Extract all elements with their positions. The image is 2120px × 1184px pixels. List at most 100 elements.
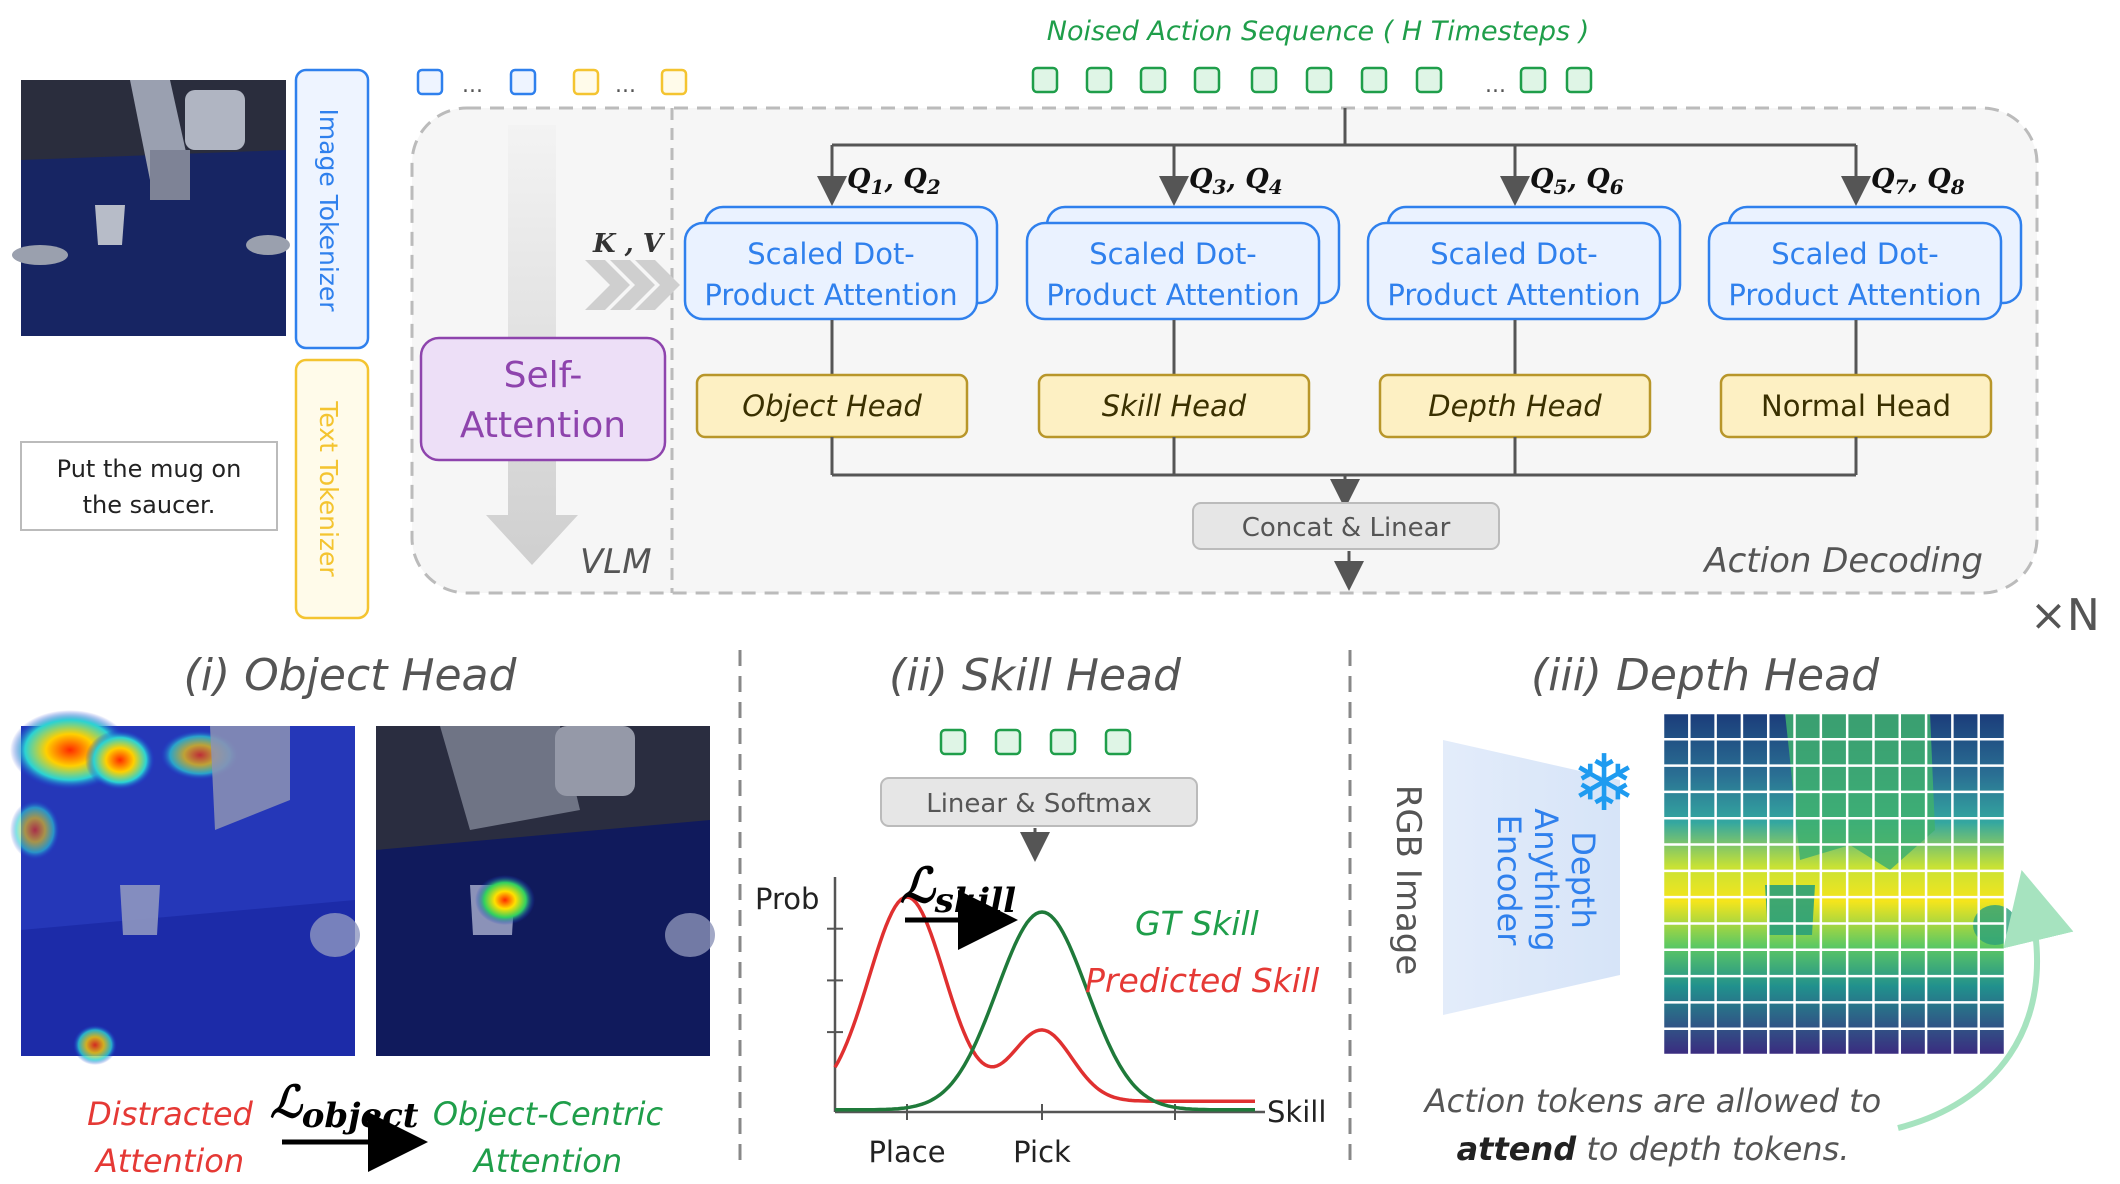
frozen-snowflake-icon: ❄ (1571, 739, 1636, 829)
rgb-image-label: RGB Image (1388, 785, 1428, 976)
head-label: Object Head (742, 389, 922, 423)
self-attention-box (419, 336, 667, 462)
input-robot-image (12, 80, 290, 336)
noised-sequence-label: Noised Action Sequence ( H Timesteps ) (1047, 16, 1590, 47)
predicted-skill-label: Predicted Skill (1085, 961, 1319, 1000)
noised-action-tokens (1031, 66, 1593, 94)
action-token (1085, 66, 1113, 94)
text-tokenizer-label: Text Tokenizer (314, 400, 343, 577)
head-label: Skill Head (1102, 389, 1247, 423)
attention-line1: Scaled Dot- (1771, 237, 1939, 271)
attention-line1: Scaled Dot- (1089, 237, 1257, 271)
object-centric-attention-image (376, 726, 715, 1056)
depth-encoder-shape (1443, 740, 1620, 1015)
attention-line2: Product Attention (704, 278, 957, 312)
object-loss-symbol: ℒobject (270, 1077, 419, 1136)
skill-action-tokens (939, 728, 1132, 756)
instruction-line2: the saucer. (83, 491, 216, 519)
kv-label: K , V (592, 229, 666, 259)
text-token (572, 68, 600, 96)
depth-head-title: (iii) Depth Head (1531, 650, 1880, 701)
object-head-title: (i) Object Head (184, 650, 518, 701)
skill-token (994, 728, 1022, 756)
text-token-ellipsis: ... (615, 73, 636, 98)
skill-token (1049, 728, 1077, 756)
skill-loss-symbol: ℒskill (900, 858, 1016, 921)
scaled-dot-product-attention-box (683, 221, 979, 321)
action-decoding-label: Action Decoding (1702, 541, 1983, 581)
concat-linear-label: Concat & Linear (1242, 513, 1451, 543)
chart-category-label: Place (868, 1135, 945, 1169)
image-tokenizer-box (294, 68, 370, 350)
action-token (1193, 66, 1221, 94)
skill-token (939, 728, 967, 756)
attention-line2: Product Attention (1387, 278, 1640, 312)
action-token (1565, 66, 1593, 94)
query-label: Q3, Q4 (1189, 164, 1283, 199)
depth-caption-line1: Action tokens are allowed to (1423, 1082, 1881, 1120)
noised-ellipsis: ... (1485, 73, 1506, 98)
head-label: Depth Head (1428, 389, 1602, 423)
centric-line1: Object-Centric (433, 1095, 664, 1133)
text-token (660, 68, 688, 96)
attention-line2: Product Attention (1728, 278, 1981, 312)
kv-chevrons (585, 260, 680, 310)
skill-head-title: (ii) Skill Head (889, 650, 1182, 701)
self-attention-line1: Self- (504, 355, 583, 396)
instruction-line1: Put the mug on (57, 455, 242, 483)
self-attention-line2: Attention (460, 405, 626, 446)
gt-skill-curve (835, 910, 1255, 1112)
action-token (1305, 66, 1333, 94)
action-token (1031, 66, 1059, 94)
head-label: Normal Head (1761, 389, 1951, 423)
decoder-branch: Q3, Q4 Scaled Dot- Product AttentionSkill … (1025, 164, 1341, 475)
image-tokenizer-label: Image Tokenizer (314, 108, 343, 312)
scaled-dot-product-attention-box (1707, 221, 2003, 321)
image-token (509, 68, 537, 96)
distracted-line1: Distracted (87, 1095, 253, 1133)
query-label: Q7, Q8 (1871, 164, 1965, 199)
action-token (1250, 66, 1278, 94)
distracted-line2: Attention (94, 1142, 244, 1180)
chart-xlabel: Skill (1267, 1095, 1326, 1129)
text-tokenizer-box (294, 358, 370, 620)
chart-ylabel: Prob (755, 882, 819, 916)
predicted-skill-curve (833, 895, 1255, 1103)
decoder-branches: Q1, Q2 Scaled Dot- Product AttentionObject… (683, 164, 2023, 475)
vlm-label: VLM (580, 542, 652, 582)
attention-line1: Scaled Dot- (1430, 237, 1598, 271)
centric-line2: Attention (472, 1142, 622, 1180)
decoder-branch: Q1, Q2 Scaled Dot- Product AttentionObject… (683, 164, 999, 475)
mug-shape (95, 205, 125, 245)
linear-softmax-box (880, 777, 1198, 827)
image-token (416, 68, 444, 96)
encoder-line3: Encoder (1490, 815, 1528, 947)
depth-map-grid (1661, 711, 2017, 1057)
scaled-dot-product-attention-box (1366, 221, 1662, 321)
query-label: Q1, Q2 (847, 164, 941, 199)
attention-line2: Product Attention (1046, 278, 1299, 312)
action-token (1519, 66, 1547, 94)
action-token (1139, 66, 1167, 94)
scaled-dot-product-attention-box (1025, 221, 1321, 321)
skill-token (1104, 728, 1132, 756)
image-token-ellipsis: ... (462, 73, 483, 98)
attend-arrow (1897, 869, 2074, 1131)
concat-linear-box (1192, 502, 1500, 550)
encoder-line2: Anything (1527, 808, 1565, 951)
encoder-line1: Depth (1564, 831, 1602, 928)
repeat-n-label: ×N (2030, 590, 2100, 641)
attention-line1: Scaled Dot- (747, 237, 915, 271)
depth-caption-line2: attend to depth tokens. (1457, 1130, 1850, 1168)
chart-category-label: Pick (1013, 1135, 1071, 1169)
gt-skill-label: GT Skill (1135, 904, 1259, 943)
input-tokens: ... ... (416, 68, 688, 98)
merge-connectors (832, 473, 1856, 591)
linear-softmax-label: Linear & Softmax (926, 789, 1152, 819)
distracted-attention-image (10, 710, 360, 1065)
action-token (1415, 66, 1443, 94)
instruction-box (20, 441, 278, 531)
